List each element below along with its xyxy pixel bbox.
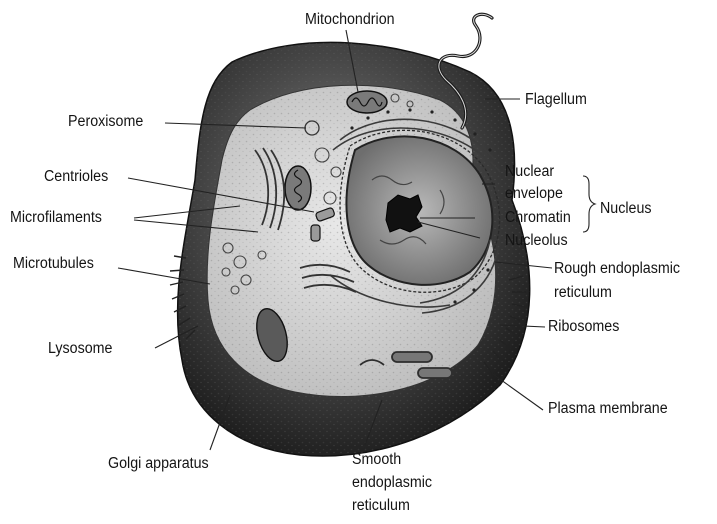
label-smooth-er-1: Smooth	[352, 451, 401, 469]
label-ribosomes: Ribosomes	[548, 318, 619, 336]
label-microtubules: Microtubules	[13, 255, 94, 273]
label-peroxisome: Peroxisome	[68, 113, 143, 131]
label-centrioles: Centrioles	[44, 168, 108, 186]
label-flagellum: Flagellum	[525, 91, 587, 109]
label-nucleolus: Nucleolus	[505, 232, 568, 250]
label-smooth-er-3: reticulum	[352, 497, 410, 515]
label-plasma-membrane: Plasma membrane	[548, 400, 668, 418]
mitochondrion-shape	[347, 91, 387, 113]
label-microfilaments: Microfilaments	[10, 209, 102, 227]
label-rough-er-1: Rough endoplasmic	[554, 260, 680, 278]
label-chromatin: Chromatin	[505, 209, 571, 227]
label-smooth-er-2: endoplasmic	[352, 474, 432, 492]
label-nuclear-2: envelope	[505, 185, 563, 203]
nucleus-brace	[583, 176, 595, 232]
label-mitochondrion: Mitochondrion	[305, 11, 395, 29]
nucleolus-shape	[386, 195, 422, 232]
label-lysosome: Lysosome	[48, 340, 112, 358]
label-rough-er-2: reticulum	[554, 284, 612, 302]
label-nucleus: Nucleus	[600, 200, 652, 218]
label-nuclear-1: Nuclear	[505, 163, 554, 181]
label-golgi-apparatus: Golgi apparatus	[108, 455, 209, 473]
